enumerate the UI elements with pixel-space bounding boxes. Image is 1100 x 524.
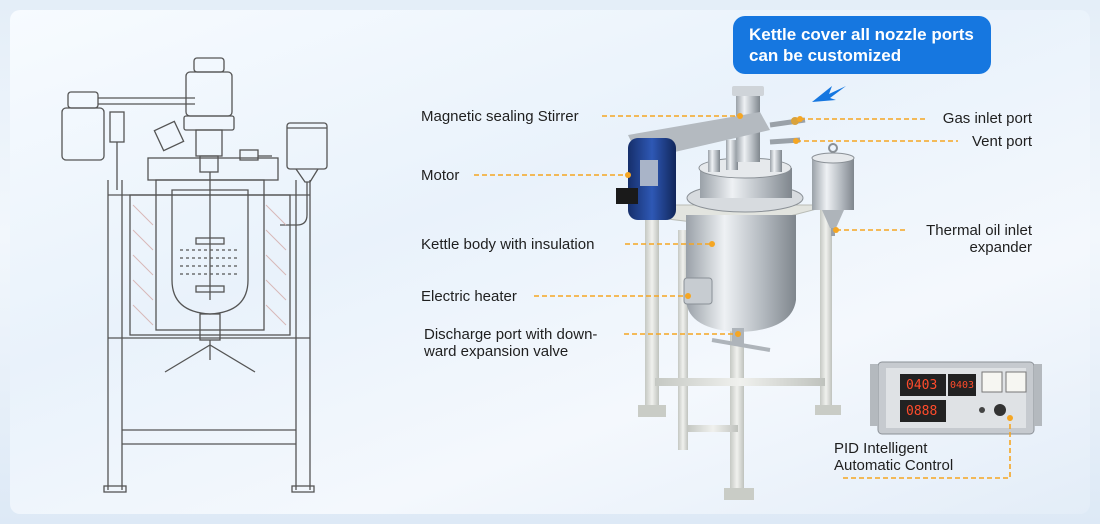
label-motor: Motor	[421, 167, 460, 184]
label-pid-line-2: Automatic Control	[834, 457, 954, 474]
controller-readout-2: 0403	[950, 380, 975, 391]
label-electric-heater: Electric heater	[421, 288, 517, 305]
electric-heater-box	[683, 277, 713, 305]
label-discharge-line-1: Discharge port with down-	[424, 326, 598, 343]
controller-readout-3: 0888	[906, 404, 938, 419]
frame-leg-back-right	[820, 205, 832, 410]
callout-line-2: can be customized	[749, 46, 902, 65]
callout-arrow	[812, 86, 846, 102]
label-kettle-body: Kettle body with insulation	[421, 236, 595, 253]
drawing-oil-cup	[286, 122, 328, 170]
label-magnetic-stirrer: Magnetic sealing Stirrer	[421, 108, 579, 125]
customization-callout: Kettle cover all nozzle ports can be cus…	[733, 16, 991, 74]
label-gas-inlet: Gas inlet port	[942, 110, 1032, 127]
controller-display-3-bg	[900, 400, 946, 422]
controller-display-1-bg	[900, 374, 946, 396]
frame-leg-front-left	[645, 205, 659, 410]
controller-readout-1: 0403	[906, 378, 938, 393]
label-discharge-line-2: ward expansion valve	[424, 343, 569, 360]
label-thermal-oil-line-1: Thermal oil inlet	[926, 222, 1032, 239]
label-thermal-oil-line-2: expander	[969, 239, 1032, 256]
label-pid-line-1: PID Intelligent	[834, 440, 928, 457]
callout-line-1: Kettle cover all nozzle ports	[749, 25, 974, 44]
label-vent-port: Vent port	[971, 133, 1032, 150]
thermal-oil-cup	[812, 158, 854, 210]
